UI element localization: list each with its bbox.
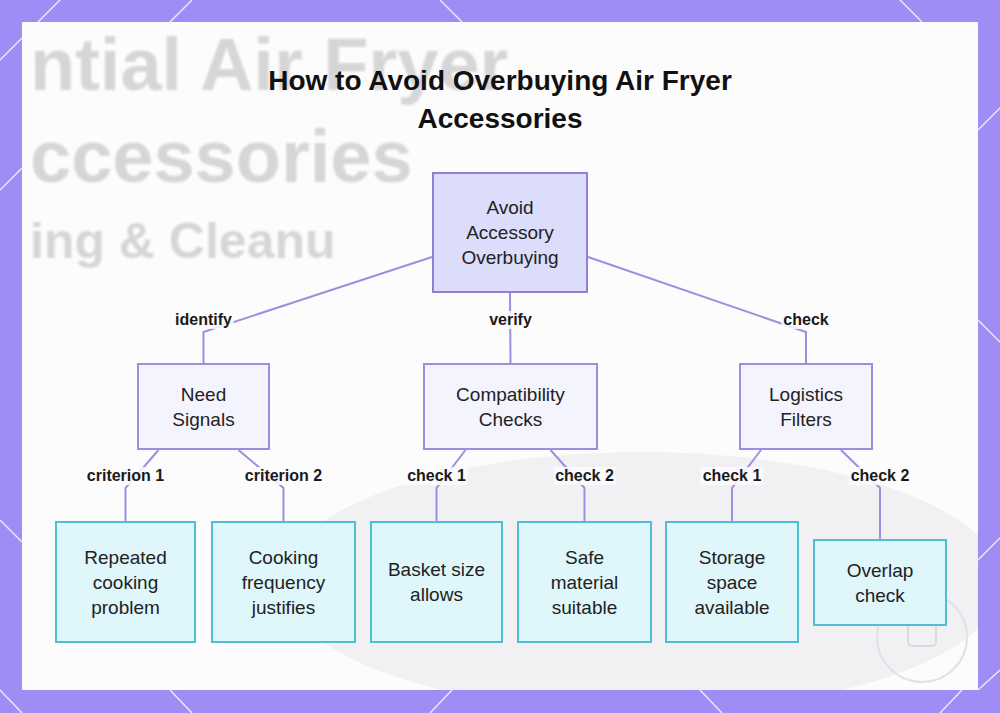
watermark-text: ccessories [30, 114, 413, 199]
node-text-group: Repeated cooking problem [67, 545, 184, 620]
category-box: Logistics Filters [739, 363, 873, 450]
connector-line [588, 257, 806, 363]
connector-line [551, 450, 585, 521]
node-text: Repeated cooking problem [67, 545, 184, 620]
node-text-group: Need Signals [149, 382, 258, 432]
node-text-group: Compatibility Checks [435, 382, 586, 432]
node-text: Storage space available [677, 545, 787, 620]
connector-line [841, 450, 880, 539]
photo-blur [282, 452, 978, 690]
category-box: Need Signals [137, 363, 270, 450]
node-text: Logistics Filters [751, 382, 861, 432]
edge-label: check [781, 311, 830, 329]
node-text: Overlap check [825, 558, 935, 608]
node-text: Compatibility Checks [435, 382, 586, 432]
criterion-box: Safe material suitable [517, 521, 652, 643]
node-text-group: Cooking frequency justifies [223, 545, 344, 620]
node-text: Cooking frequency justifies [223, 545, 344, 620]
edge-label: check 2 [849, 467, 912, 485]
criterion-box: Cooking frequency justifies [211, 521, 356, 643]
root-box: Avoid Accessory Overbuying [432, 172, 588, 293]
node-text-group: Storage space available [677, 545, 787, 620]
diagram-title: How to Avoid Overbuying Air Fryer Access… [220, 62, 780, 138]
node-text-group: Avoid Accessory Overbuying [444, 195, 576, 270]
criterion-box: Basket size allows [370, 521, 503, 643]
node-text-group: Basket size allows [382, 557, 491, 607]
edge-label: criterion 2 [243, 467, 324, 485]
connector-line [239, 450, 284, 521]
criterion-box: Overlap check [813, 539, 947, 626]
node-text: Need Signals [149, 382, 258, 432]
connector-line [732, 450, 761, 521]
edge-label: criterion 1 [85, 467, 166, 485]
node-text-group: Logistics Filters [751, 382, 861, 432]
watermark-text: ing & Cleanu [30, 212, 336, 270]
edge-label: identify [173, 311, 234, 329]
edge-label: check 1 [405, 467, 468, 485]
criterion-box: Storage space available [665, 521, 799, 643]
node-text-group: Safe material suitable [529, 545, 640, 620]
edge-label: verify [487, 311, 534, 329]
connector-line [437, 450, 466, 521]
node-text: Basket size allows [382, 557, 491, 607]
edge-label: check 1 [701, 467, 764, 485]
edge-label: check 2 [553, 467, 616, 485]
connector-line [204, 257, 433, 363]
node-text: Safe material suitable [529, 545, 640, 620]
node-text: Avoid Accessory Overbuying [444, 195, 576, 270]
criterion-box: Repeated cooking problem [55, 521, 196, 643]
category-box: Compatibility Checks [423, 363, 598, 450]
connector-line [126, 450, 159, 521]
node-text-group: Overlap check [825, 558, 935, 608]
